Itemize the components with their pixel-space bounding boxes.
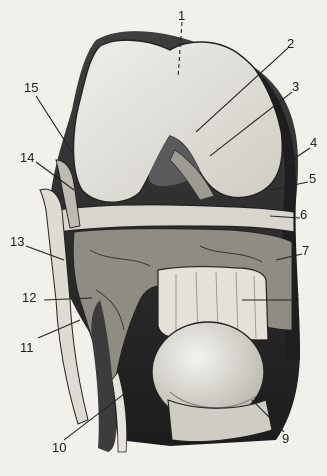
label-1: 1 bbox=[178, 8, 185, 23]
label-9: 9 bbox=[282, 431, 289, 446]
label-10: 10 bbox=[52, 440, 66, 455]
label-4: 4 bbox=[310, 135, 317, 150]
label-3: 3 bbox=[292, 79, 299, 94]
label-2: 2 bbox=[287, 36, 294, 51]
label-15: 15 bbox=[24, 80, 38, 95]
label-8: 8 bbox=[292, 290, 299, 305]
label-12: 12 bbox=[22, 290, 36, 305]
label-5: 5 bbox=[309, 171, 316, 186]
label-7: 7 bbox=[302, 243, 309, 258]
label-6: 6 bbox=[300, 207, 307, 222]
label-13: 13 bbox=[10, 234, 24, 249]
label-14: 14 bbox=[20, 150, 34, 165]
label-11: 11 bbox=[20, 340, 34, 355]
